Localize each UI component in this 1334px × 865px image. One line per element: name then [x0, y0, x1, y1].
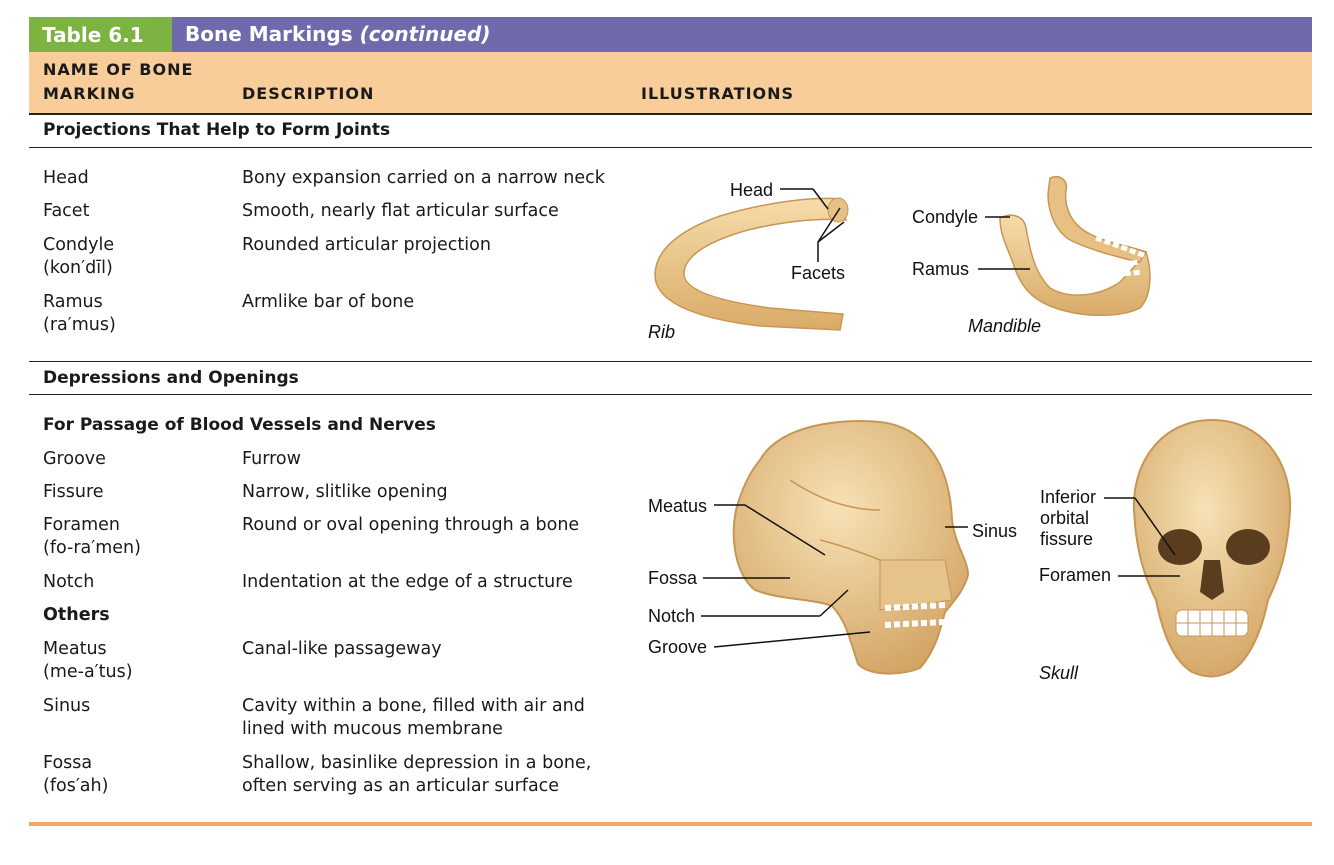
row-pron-ramus: (ra′mus)	[43, 315, 116, 335]
skull-fissure-label-3: fissure	[1040, 529, 1093, 549]
skull-fissure-label-1: Inferior	[1040, 487, 1096, 507]
header-name-line1: NAME OF BONE	[43, 60, 194, 79]
notch-leader-angle	[819, 589, 849, 617]
section-heading-projections: Projections That Help to Form Joints	[43, 120, 391, 140]
row-desc-fissure: Narrow, slitlike opening	[242, 482, 448, 502]
row-desc-groove: Furrow	[242, 449, 301, 469]
skull-meatus-label: Meatus	[648, 496, 707, 516]
table-title: Bone Markings (continued)	[185, 22, 491, 46]
skull-fossa-label: Fossa	[648, 568, 698, 588]
skull-notch-label: Notch	[648, 606, 695, 626]
rib-caption: Rib	[648, 322, 675, 342]
skull-sinus-label: Sinus	[972, 521, 1017, 541]
table-title-main: Bone Markings	[185, 22, 353, 46]
rib-head-leader-angle	[812, 188, 829, 210]
skull-sagittal-illustration	[732, 419, 970, 675]
row-desc-head: Bony expansion carried on a narrow neck	[242, 168, 605, 188]
table-number: Table 6.1	[42, 23, 144, 47]
groove-leader	[713, 631, 871, 648]
mandible-condyle-label: Condyle	[912, 207, 978, 227]
skull-caption: Skull	[1039, 663, 1079, 683]
mandible-caption: Mandible	[968, 316, 1041, 336]
row-name-ramus: Ramus	[43, 292, 103, 312]
section2-rule	[29, 394, 1312, 395]
row-name-sinus: Sinus	[43, 696, 91, 716]
section2-top-rule	[29, 361, 1312, 362]
row-name-fissure: Fissure	[43, 482, 104, 502]
row-desc-foramen: Round or oval opening through a bone	[242, 515, 580, 535]
subheading-others: Others	[43, 605, 110, 625]
skull-frontal-illustration	[1132, 418, 1292, 678]
row-desc-condyle: Rounded articular projection	[242, 235, 491, 255]
row-desc-meatus: Canal-like passageway	[242, 639, 442, 659]
row-desc-ramus: Armlike bar of bone	[242, 292, 415, 312]
rib-facets-label: Facets	[791, 263, 845, 283]
row-desc-facet: Smooth, nearly flat articular surface	[242, 201, 559, 221]
row-desc-sinus-line2: lined with mucous membrane	[242, 719, 503, 739]
meatus-leader-angle	[744, 504, 826, 556]
header-illustrations: ILLUSTRATIONS	[641, 84, 795, 103]
mandible-ramus-label: Ramus	[912, 259, 969, 279]
skull-groove-label: Groove	[648, 637, 707, 657]
row-name-meatus: Meatus	[43, 639, 107, 659]
mandible-illustration	[999, 176, 1151, 316]
rib-facets-leader-b	[817, 221, 845, 243]
header-description: DESCRIPTION	[242, 84, 375, 103]
subheading-passage: For Passage of Blood Vessels and Nerves	[43, 415, 436, 435]
row-desc-notch: Indentation at the edge of a structure	[242, 572, 573, 592]
row-pron-condyle: (kon′dīl)	[43, 258, 113, 278]
row-name-facet: Facet	[43, 201, 90, 221]
column-header-band	[29, 52, 1312, 113]
row-name-groove: Groove	[43, 449, 106, 469]
row-name-condyle: Condyle	[43, 235, 115, 255]
row-pron-fossa: (fos′ah)	[43, 776, 109, 796]
fissure-leader-angle	[1134, 497, 1176, 556]
row-name-notch: Notch	[43, 572, 95, 592]
table-title-suffix: (continued)	[359, 22, 491, 46]
row-name-head: Head	[43, 168, 89, 188]
rib-head-label: Head	[730, 180, 773, 200]
header-rule	[29, 113, 1312, 115]
row-desc-sinus-line1: Cavity within a bone, filled with air an…	[242, 696, 585, 716]
row-name-foramen: Foramen	[43, 515, 120, 535]
row-name-fossa: Fossa	[43, 753, 93, 773]
section1-rule	[29, 147, 1312, 148]
skull-foramen-label: Foramen	[1039, 565, 1111, 585]
table-number-tag: Table 6.1	[29, 17, 172, 52]
bottom-rule	[29, 822, 1312, 826]
row-pron-meatus: (me-a′tus)	[43, 662, 133, 682]
skull-fissure-label-2: orbital	[1040, 508, 1089, 528]
section-heading-depressions: Depressions and Openings	[43, 368, 299, 388]
row-desc-fossa-line1: Shallow, basinlike depression in a bone,	[242, 753, 592, 773]
row-desc-fossa-line2: often serving as an articular surface	[242, 776, 560, 796]
header-name-line2: MARKING	[43, 84, 136, 103]
row-pron-foramen: (fo-ra′men)	[43, 538, 141, 558]
title-bar	[29, 17, 1312, 52]
rib-facets-leader-a	[817, 207, 841, 243]
